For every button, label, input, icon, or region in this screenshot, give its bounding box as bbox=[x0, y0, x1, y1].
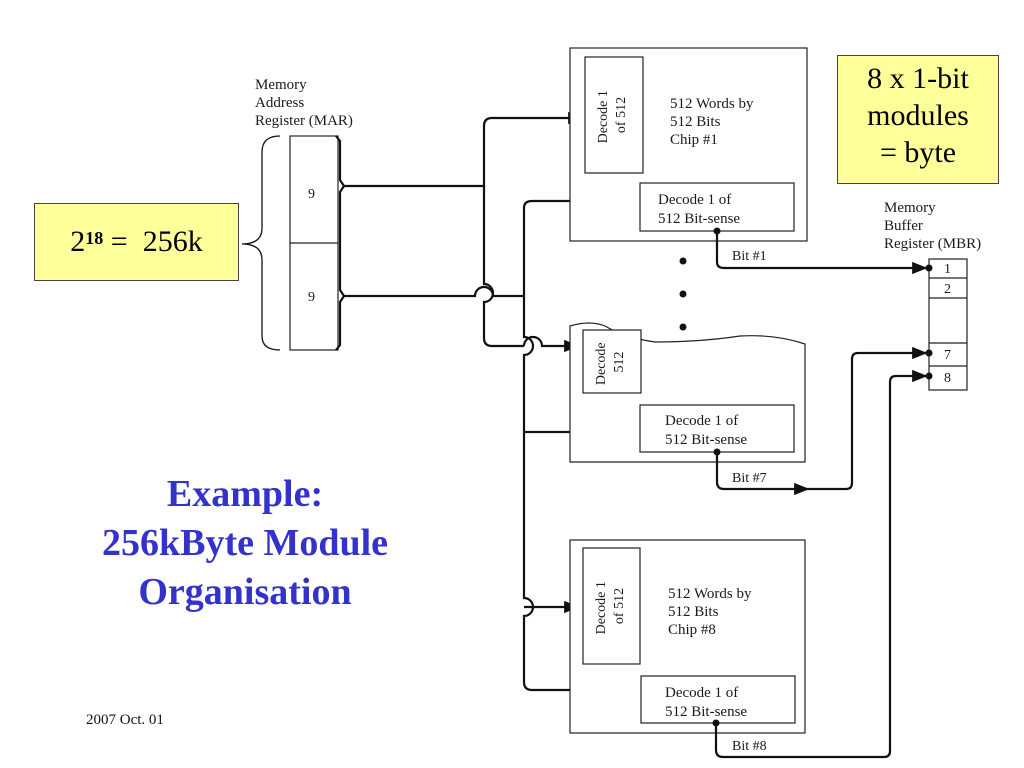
bit-8-label: Bit #8 bbox=[732, 739, 767, 754]
chip-7-word-decoder-label: Decode 512 bbox=[594, 339, 627, 385]
bit-8-line bbox=[714, 369, 928, 759]
chip-7-bitsense-decoder bbox=[639, 404, 795, 453]
word-line-to-chip7 bbox=[522, 335, 580, 353]
chip-1-bitsense-line-1: Decode 1 of bbox=[658, 192, 731, 208]
chip-8-desc-line-2: 512 Bits bbox=[668, 604, 719, 620]
ellipsis-dot-1 bbox=[679, 257, 687, 265]
chip-8-word-decoder-line-2: of 512 bbox=[612, 588, 627, 624]
chip-8-bitsense-line-1: Decode 1 of bbox=[665, 685, 738, 701]
chip-1-desc-line-1: 512 Words by bbox=[670, 96, 754, 112]
chip-8-word-decoder-line-1: Decode 1 bbox=[594, 581, 609, 634]
mar-title: Memory Address Register (MAR) bbox=[255, 77, 353, 129]
bit-7-route bbox=[808, 346, 928, 491]
mbr-register bbox=[928, 258, 968, 391]
chip-8-word-decoder-label: Decode 1 of 512 bbox=[594, 578, 627, 635]
module-callout-line-1: 8 x 1-bit bbox=[867, 62, 969, 95]
module-callout-line-2: modules bbox=[867, 99, 969, 132]
chip-7-word-decoder bbox=[582, 329, 642, 394]
mbr-title-line-3: Register (MBR) bbox=[884, 236, 981, 252]
bit-7-line bbox=[715, 452, 810, 496]
mar-brace bbox=[241, 135, 281, 351]
chip-1-word-decoder-label: Decode 1 of 512 bbox=[596, 87, 629, 144]
mbr-cell-1: 1 bbox=[944, 262, 951, 277]
bit-7-label: Bit #7 bbox=[732, 471, 767, 486]
mbr-title-line-2: Buffer bbox=[884, 218, 923, 234]
mbr-input-node-7 bbox=[925, 349, 933, 357]
bitsense-line-chip1 bbox=[522, 194, 638, 296]
slide-title: Example: 256kByte Module Organisation bbox=[40, 470, 450, 617]
chip-8-word-decoder bbox=[582, 547, 641, 665]
chip-1-bitsense-line-2: 512 Bit-sense bbox=[658, 211, 740, 227]
bit-1-line bbox=[715, 231, 928, 275]
address-size: = 256k bbox=[103, 225, 203, 258]
chip-1-desc-line-3: Chip #1 bbox=[670, 132, 718, 148]
slide-title-line-2: 256kByte Module bbox=[101, 522, 389, 564]
ellipsis-dot-3 bbox=[679, 323, 687, 331]
mbr-cell-8: 8 bbox=[944, 371, 951, 386]
chip-7-word-decoder-line-2: 512 bbox=[612, 352, 627, 373]
mbr-title-line-1: Memory bbox=[884, 200, 936, 216]
chip-7-bitsense-line-1: Decode 1 of bbox=[665, 413, 738, 429]
chip-8-desc-line-3: Chip #8 bbox=[668, 622, 716, 638]
chip-1-description: 512 Words by 512 Bits Chip #1 bbox=[670, 96, 757, 148]
mar-title-line-1: Memory bbox=[255, 77, 307, 93]
chip-1-word-decoder bbox=[584, 56, 644, 174]
slide-date: 2007 Oct. 01 bbox=[86, 712, 164, 728]
word-bus-down bbox=[482, 186, 524, 348]
chip-7-bitsense-label: Decode 1 of 512 Bit-sense bbox=[665, 413, 747, 448]
chip-8-bitsense-decoder bbox=[640, 675, 796, 724]
chip-8-description: 512 Words by 512 Bits Chip #8 bbox=[668, 586, 755, 638]
word-address-bus bbox=[344, 116, 572, 188]
bitsense-bus-down bbox=[522, 296, 636, 692]
chip-7-bitsense-line-2: 512 Bit-sense bbox=[665, 432, 747, 448]
chip-1-desc-line-2: 512 Bits bbox=[670, 114, 721, 130]
mbr-cell-2: 2 bbox=[944, 282, 951, 297]
module-callout-line-3: = byte bbox=[879, 136, 957, 169]
module-callout: 8 x 1-bit modules = byte bbox=[837, 55, 999, 184]
slide-title-line-1: Example: bbox=[166, 473, 324, 515]
mar-right-bracket bbox=[335, 135, 346, 351]
chip-8-desc-line-1: 512 Words by bbox=[668, 586, 752, 602]
ellipsis-dot-2 bbox=[679, 290, 687, 298]
mar-title-line-3: Register (MAR) bbox=[255, 113, 353, 129]
bit-address-bus bbox=[344, 285, 524, 298]
mar-field-lower: 9 bbox=[308, 290, 315, 305]
mbr-cell-7: 7 bbox=[944, 348, 951, 363]
slide-title-line-3: Organisation bbox=[138, 571, 352, 613]
address-exponent: 18 bbox=[85, 227, 104, 248]
mbr-input-node-8 bbox=[925, 372, 933, 380]
bit-1-label: Bit #1 bbox=[732, 249, 767, 264]
address-base: 2 bbox=[70, 225, 86, 258]
chip-7-word-decoder-line-1: Decode bbox=[594, 342, 609, 385]
chip-1-word-decoder-line-1: Decode 1 bbox=[596, 90, 611, 143]
chip-8-bitsense-line-2: 512 Bit-sense bbox=[665, 704, 747, 720]
mbr-title: Memory Buffer Register (MBR) bbox=[884, 200, 981, 252]
chip-1-bitsense-decoder bbox=[639, 182, 795, 232]
chip-1-word-decoder-line-2: of 512 bbox=[614, 97, 629, 133]
chip-8-bitsense-label: Decode 1 of 512 Bit-sense bbox=[665, 685, 747, 720]
mbr-input-node-1 bbox=[925, 264, 933, 272]
mar-field-upper: 9 bbox=[308, 187, 315, 202]
mar-title-line-2: Address bbox=[255, 95, 304, 111]
chip-1-bitsense-label: Decode 1 of 512 Bit-sense bbox=[658, 192, 740, 227]
